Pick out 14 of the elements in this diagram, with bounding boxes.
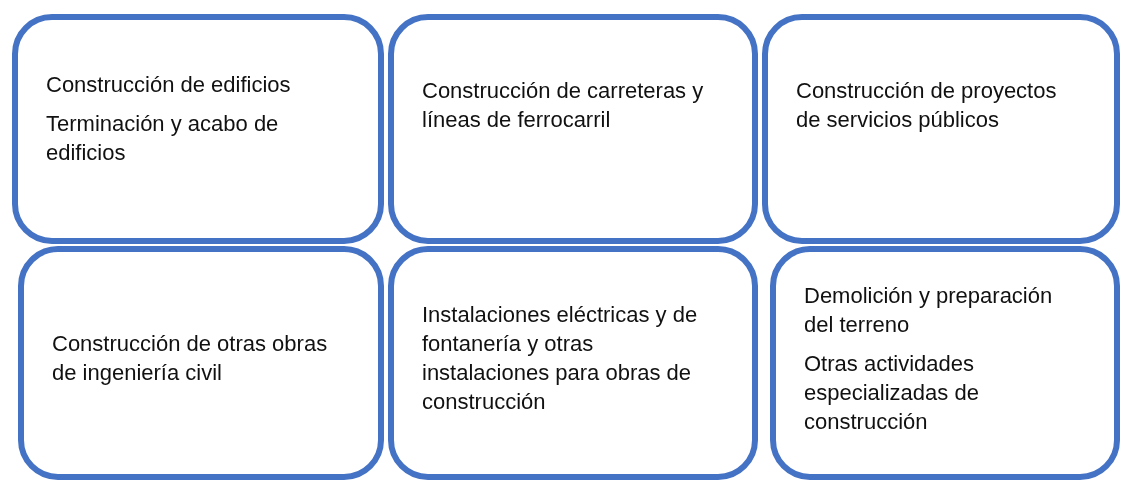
card-text: Terminación y acabo de edificios xyxy=(46,110,280,167)
rounded-card xyxy=(770,246,1120,480)
rounded-card xyxy=(388,14,758,244)
rounded-card xyxy=(762,14,1120,244)
card-text: Instalaciones eléctricas y de fontanería y otras instalaciones para obras de construcción xyxy=(422,301,699,416)
card-text: Otras actividades especializadas de construcción xyxy=(804,349,980,436)
card-text: Construcción de otras obras de ingeniería civil xyxy=(52,330,329,387)
rounded-card xyxy=(388,246,758,480)
card-text: Construcción de edificios xyxy=(46,71,292,99)
card-text: Demolición y preparación del terreno xyxy=(804,281,1054,339)
card-text: Construcción de carreteras y líneas de ferrocarril xyxy=(422,77,705,134)
card-text: Construcción de proyectos de servicios públicos xyxy=(796,77,1058,134)
rounded-card xyxy=(12,14,384,244)
rounded-card xyxy=(18,246,384,480)
